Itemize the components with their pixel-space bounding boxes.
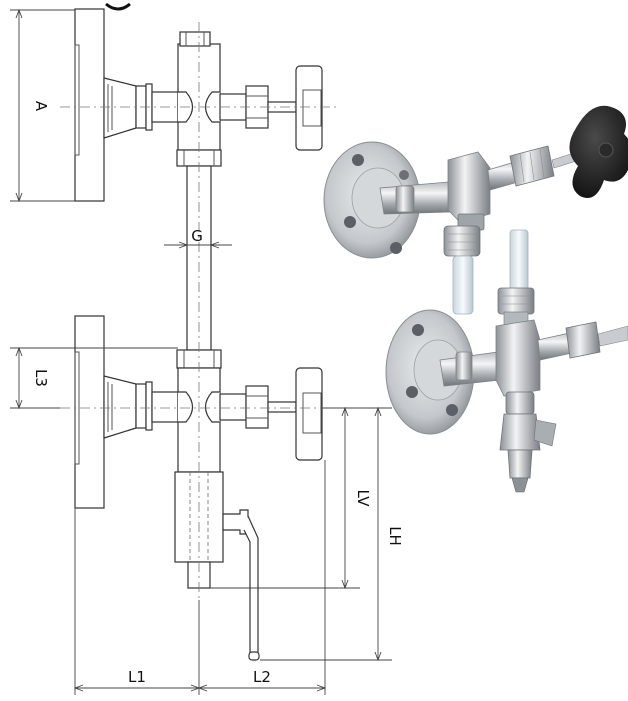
cropped-heading-glyph	[105, 2, 131, 11]
photo-body-lower	[495, 319, 541, 397]
lower-stem	[267, 401, 297, 413]
drain-lever	[243, 515, 259, 659]
photo-drain-body	[499, 413, 541, 451]
upper-top-cap	[179, 31, 211, 47]
dimension-label-lv: LV	[354, 490, 372, 508]
dimension-label-lh: LH	[386, 526, 404, 546]
photo-body-upper	[447, 151, 491, 223]
dimension-label-l3: L3	[32, 369, 50, 387]
lower-handwheel	[295, 367, 323, 461]
upper-flange-cone	[103, 77, 137, 139]
dimension-label-a: A	[32, 101, 50, 112]
product-photo-lower-valve	[385, 229, 628, 493]
dimension-label-l2: L2	[253, 668, 271, 686]
dimension-label-l1: L1	[128, 668, 146, 686]
lower-bonnet-nut	[245, 385, 269, 429]
product-photo-upper-valve	[323, 105, 628, 315]
lower-valve	[74, 315, 323, 661]
lower-flange-cone	[103, 375, 137, 439]
photo-glass-tube-lower	[509, 229, 529, 291]
photo-glass-tube-upper	[452, 255, 474, 315]
dimension-lines	[10, 8, 392, 695]
photo-drain-lever	[533, 419, 557, 447]
dimension-label-g: G	[191, 227, 203, 245]
upper-flange	[74, 8, 105, 202]
upper-handwheel	[295, 65, 323, 151]
photo-handwheel-upper	[569, 105, 628, 198]
center-lines	[60, 22, 340, 600]
